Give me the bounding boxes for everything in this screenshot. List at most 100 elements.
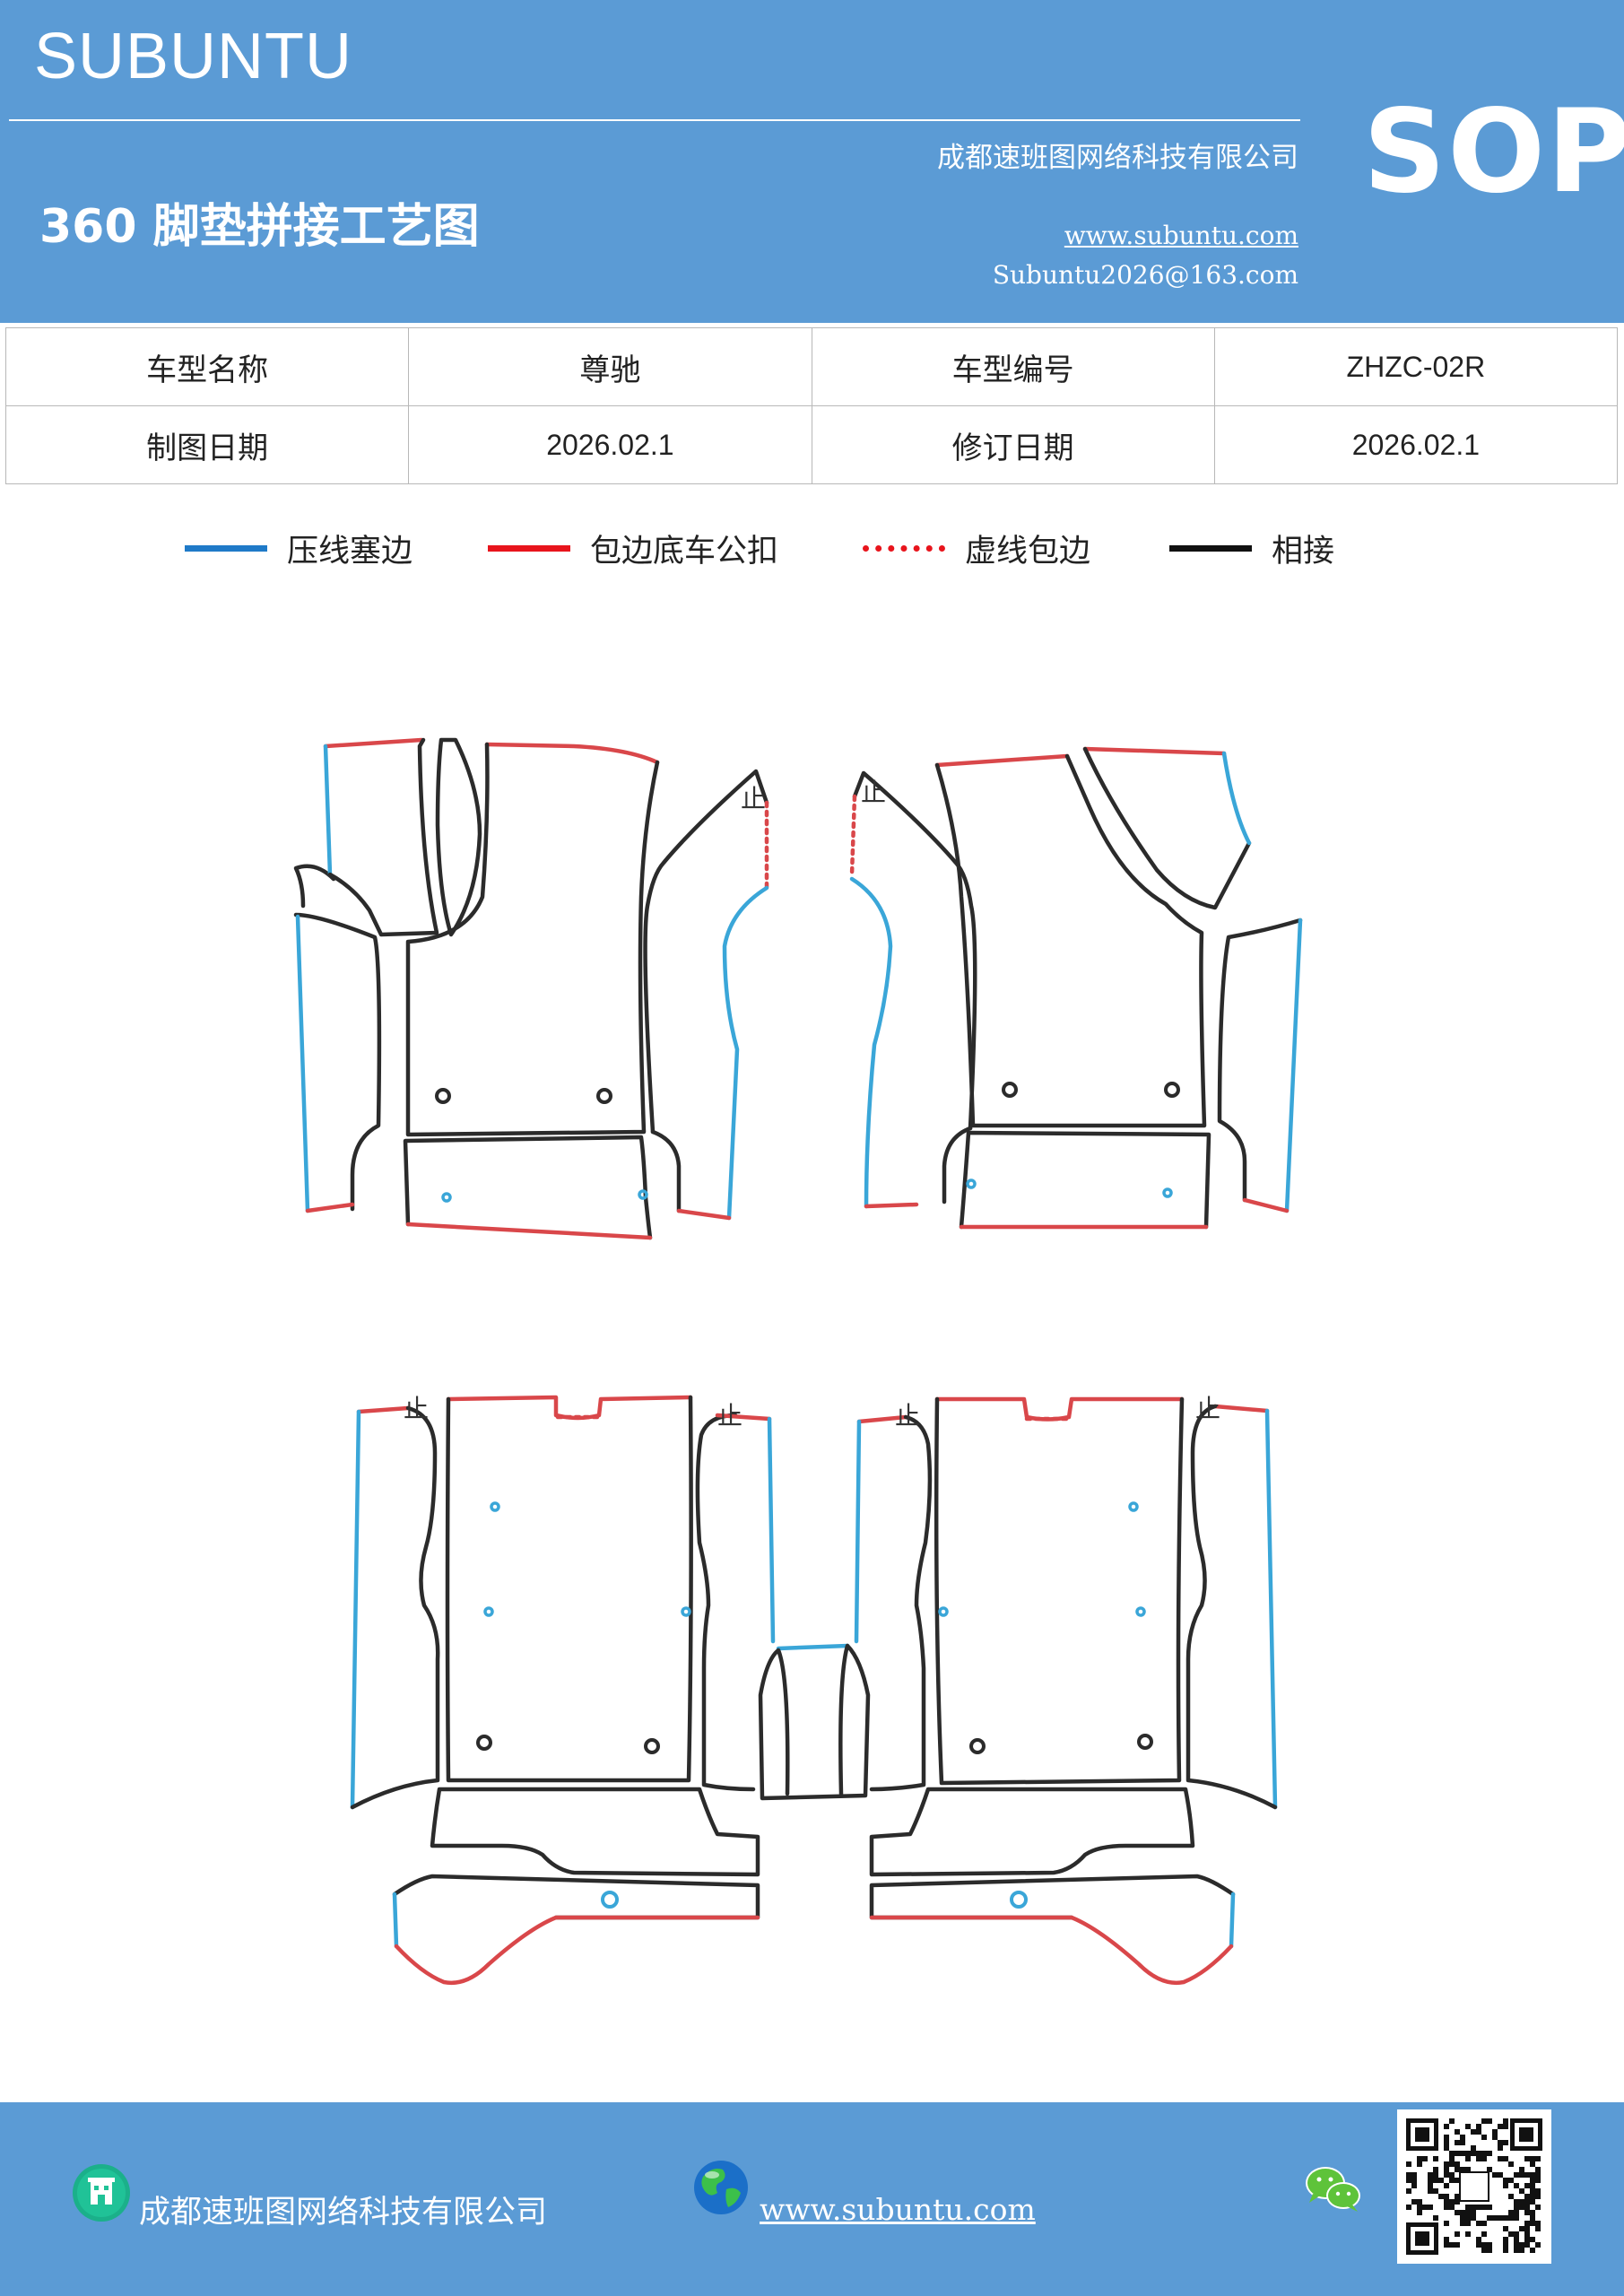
clip-dot	[638, 1189, 648, 1200]
front-left-mat-group	[293, 737, 769, 1240]
footer-company: 成都速班图网络科技有限公司	[139, 2195, 548, 2231]
edge-wrap-line	[1242, 1197, 1290, 1213]
legend-label: 压线塞边	[287, 533, 413, 570]
building-icon	[73, 2164, 130, 2222]
legend-label: 相接	[1272, 533, 1335, 570]
mat-piece-outline	[293, 912, 382, 1212]
legend-item-dotted-wrap: 虚线包边	[863, 525, 1090, 571]
clip-dot	[483, 1606, 494, 1617]
mat-piece-outline	[869, 1787, 1195, 1877]
mat-piece-outline	[869, 1874, 1236, 1920]
edge-wrap-line	[484, 742, 660, 765]
mat-piece-outline	[405, 742, 660, 1137]
edge-wrap-line	[323, 737, 424, 749]
mount-hole	[1137, 1734, 1153, 1750]
edge-wrap-line	[394, 1915, 760, 1986]
clip-dot	[681, 1606, 691, 1617]
edge-wrap-line	[305, 1202, 355, 1213]
edge-press-line	[849, 876, 893, 1209]
edge-wrap-line	[1082, 746, 1227, 756]
revise-date-label: 修订日期	[811, 405, 1215, 484]
legend-swatch-blue	[185, 544, 267, 552]
mat-piece-outline	[350, 1405, 440, 1810]
edge-press-line	[1221, 751, 1252, 846]
edge-press-line	[1284, 918, 1303, 1213]
stop-mark: 止	[1195, 1394, 1220, 1423]
rear-left-mat-group	[350, 1395, 776, 1986]
mount-ring	[601, 1891, 619, 1909]
header-company: 成都速班图网络科技有限公司	[937, 142, 1298, 174]
mount-hole	[596, 1088, 612, 1104]
mount-hole	[1164, 1082, 1180, 1098]
edge-wrap-line	[856, 1414, 908, 1424]
edge-press-line	[722, 885, 769, 1221]
header-divider	[9, 119, 1300, 121]
edge-wrap-line	[1212, 1404, 1270, 1413]
stop-mark: 止	[895, 1401, 920, 1431]
rear-right-mat-group	[854, 1396, 1278, 1986]
clip-dot	[938, 1606, 949, 1617]
edge-wrap-line	[869, 1915, 1234, 1986]
floor-mat-diagram: 止 止 止 止 止 止	[293, 737, 1303, 1986]
document-title: 360 脚垫拼接工艺图	[39, 200, 480, 254]
legend-label: 虚线包边	[965, 533, 1091, 570]
model-no-value: ZHZC-02R	[1213, 327, 1619, 406]
legend-item-joint: 相接	[1169, 525, 1334, 571]
draw-date-value: 2026.02.1	[408, 405, 812, 484]
legend-item-press-line: 压线塞边	[185, 525, 413, 571]
edge-press-line	[295, 914, 310, 1213]
stop-mark: 止	[404, 1394, 429, 1423]
legend-swatch-red	[488, 544, 570, 552]
edge-wrap-line	[864, 1202, 919, 1209]
header-website-link[interactable]: www.subuntu.com	[1064, 221, 1298, 250]
mat-piece-outline	[695, 1413, 756, 1792]
sop-badge: SOP	[1363, 85, 1624, 219]
mat-piece-outline	[327, 737, 439, 937]
mat-piece-outline	[1082, 746, 1252, 910]
mat-piece-outline	[445, 1395, 693, 1783]
header-email: Subuntu2026@163.com	[992, 260, 1298, 290]
vehicle-info-table: 车型名称 尊驰 车型编号 ZHZC-02R 制图日期 2026.02.1 修订日…	[4, 327, 1619, 484]
revise-date-value: 2026.02.1	[1213, 405, 1619, 484]
globe-icon	[694, 2161, 748, 2214]
mat-piece-outline	[430, 1787, 760, 1877]
mat-piece-outline	[435, 737, 482, 937]
clip-dot	[966, 1178, 977, 1189]
footer-website-link[interactable]: www.subuntu.com	[760, 2192, 1036, 2227]
mount-ring	[1010, 1891, 1028, 1909]
clip-dot	[1162, 1187, 1173, 1198]
mat-piece-outline	[1185, 1404, 1278, 1810]
clip-dot	[441, 1192, 452, 1203]
edge-press-line	[392, 1892, 399, 1949]
edge-press-line	[1264, 1408, 1278, 1810]
brand-name: SUBUNTU	[34, 21, 353, 92]
legend-swatch-dotted	[863, 544, 945, 552]
edge-wrap-line	[405, 1222, 653, 1240]
mat-piece-outline	[838, 1643, 850, 1796]
edge-wrap-line	[676, 1208, 732, 1221]
edge-press-line	[767, 1416, 776, 1644]
mount-hole	[435, 1088, 451, 1104]
wechat-icon[interactable]	[1302, 2161, 1365, 2217]
mat-piece-outline	[942, 1126, 973, 1205]
edge-press-line	[854, 1419, 862, 1644]
mat-piece-outline	[643, 769, 769, 1135]
mount-hole	[1002, 1082, 1018, 1098]
edge-wrap-line	[356, 1405, 411, 1414]
legend-swatch-black	[1169, 544, 1252, 552]
header-band	[0, 0, 1624, 323]
qr-code[interactable]	[1397, 2109, 1551, 2264]
mat-piece-outline	[1217, 918, 1303, 1203]
clip-dot	[1135, 1606, 1146, 1617]
clip-dot	[490, 1501, 500, 1512]
model-name-value: 尊驰	[408, 327, 812, 406]
stop-mark: 止	[717, 1401, 743, 1431]
edge-wrap-line	[715, 1413, 772, 1422]
mat-piece-outline	[934, 1396, 1185, 1786]
stop-mark: 止	[741, 784, 766, 813]
mat-piece-outline	[758, 1643, 871, 1801]
mat-piece-outline	[959, 1130, 1211, 1230]
front-right-mat-group	[849, 746, 1303, 1230]
mount-hole	[644, 1738, 660, 1754]
stop-mark: 止	[861, 778, 886, 807]
